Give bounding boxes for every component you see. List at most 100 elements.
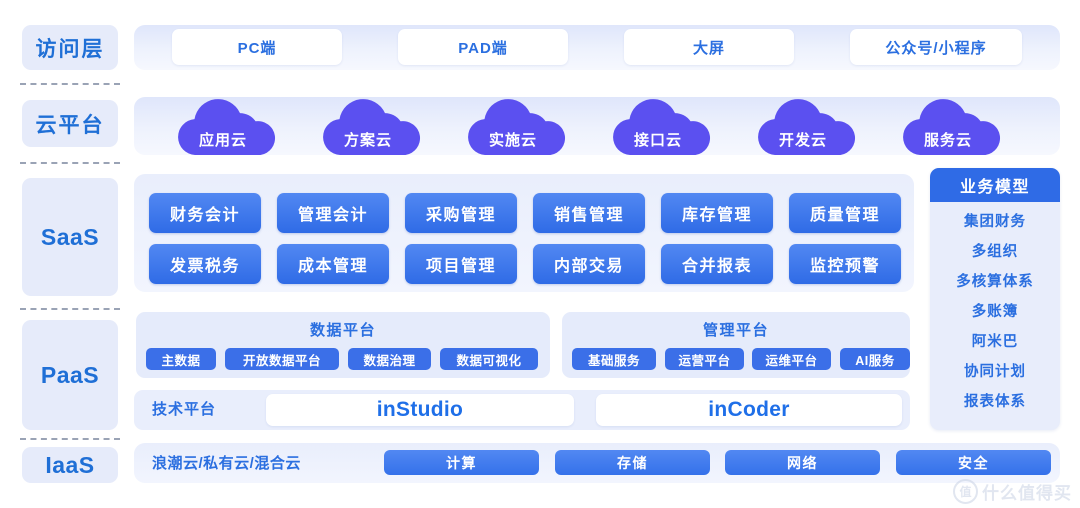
access-item-pad-label: PAD端 xyxy=(458,39,508,57)
data-platform-title-text: 数据平台 xyxy=(309,322,376,339)
saas-module-label: 监控预警 xyxy=(809,258,880,275)
saas-module-label: 内部交易 xyxy=(553,258,624,275)
access-item-pc-label: PC端 xyxy=(237,39,277,57)
access-item-pad[interactable]: PAD端 xyxy=(398,29,568,65)
business-model-item-label: 集团财务 xyxy=(964,214,1026,230)
cloud-shape-icon xyxy=(613,99,711,155)
layer-divider-2 xyxy=(20,162,120,164)
saas-module-management-accounting[interactable]: 管理会计 xyxy=(277,193,389,233)
data-platform-item-label: 主数据 xyxy=(161,353,201,368)
watermark: 值 什么值得买 xyxy=(953,479,1072,504)
iaas-cloud-label: 浪潮云/私有云/混合云 xyxy=(152,452,301,473)
saas-module-label: 库存管理 xyxy=(681,207,752,224)
tech-platform-label-text: 技术平台 xyxy=(152,401,217,418)
layer-divider-4 xyxy=(20,438,120,440)
data-platform-item-label: 开放数据平台 xyxy=(242,353,321,368)
layer-label-paas: PaaS xyxy=(22,320,118,430)
business-model-item-label: 多核算体系 xyxy=(956,274,1034,290)
data-platform-item-visualization[interactable]: 数据可视化 xyxy=(440,348,538,370)
iaas-item-label: 网络 xyxy=(787,454,818,471)
saas-module-financial-accounting[interactable]: 财务会计 xyxy=(149,193,261,233)
business-model-list: 集团财务 多组织 多核算体系 多账簿 阿米巴 协同计划 报表体系 xyxy=(930,202,1060,417)
management-platform-item-basic-service[interactable]: 基础服务 xyxy=(572,348,656,370)
saas-module-consolidated-report[interactable]: 合并报表 xyxy=(661,244,773,284)
iaas-cloud-label-text: 浪潮云/私有云/混合云 xyxy=(152,455,301,472)
saas-module-project[interactable]: 项目管理 xyxy=(405,244,517,284)
layer-label-saas-text: SaaS xyxy=(40,223,100,250)
access-item-wechat[interactable]: 公众号/小程序 xyxy=(850,29,1022,65)
saas-module-label: 管理会计 xyxy=(297,207,368,224)
tech-platform-item-label: inStudio xyxy=(376,398,464,421)
tech-platform-item-instudio[interactable]: inStudio xyxy=(266,394,574,426)
layer-label-iaas-text: IaaS xyxy=(45,451,95,478)
saas-module-label: 发票税务 xyxy=(169,258,240,275)
iaas-item-label: 安全 xyxy=(958,454,989,471)
saas-module-sales[interactable]: 销售管理 xyxy=(533,193,645,233)
management-platform-item-operation[interactable]: 运营平台 xyxy=(665,348,744,370)
cloud-item-service[interactable]: 服务云 xyxy=(890,98,1006,158)
saas-module-label: 合并报表 xyxy=(681,258,752,275)
iaas-item-network[interactable]: 网络 xyxy=(725,450,880,475)
saas-module-label: 采购管理 xyxy=(425,207,496,224)
business-model-item-group-finance[interactable]: 集团财务 xyxy=(930,207,1060,237)
saas-module-label: 质量管理 xyxy=(809,207,880,224)
management-platform-item-label: AI服务 xyxy=(855,353,895,368)
business-model-item-multi-accounting[interactable]: 多核算体系 xyxy=(930,267,1060,297)
management-platform-item-label: 基础服务 xyxy=(587,353,640,368)
access-item-bigscreen[interactable]: 大屏 xyxy=(624,29,794,65)
cloud-item-application[interactable]: 应用云 xyxy=(165,98,281,158)
saas-module-cost[interactable]: 成本管理 xyxy=(277,244,389,284)
saas-module-internal-trade[interactable]: 内部交易 xyxy=(533,244,645,284)
access-item-bigscreen-label: 大屏 xyxy=(692,39,725,57)
data-platform-item-master-data[interactable]: 主数据 xyxy=(146,348,216,370)
business-model-title: 业务模型 xyxy=(930,168,1060,202)
cloud-shape-icon xyxy=(758,99,856,155)
data-platform-item-label: 数据治理 xyxy=(363,353,416,368)
layer-label-access-text: 访问层 xyxy=(35,37,105,61)
business-model-panel: 业务模型 集团财务 多组织 多核算体系 多账簿 阿米巴 协同计划 报表体系 xyxy=(930,168,1060,430)
business-model-title-text: 业务模型 xyxy=(959,179,1030,196)
data-platform-item-label: 数据可视化 xyxy=(456,353,522,368)
management-platform-title: 管理平台 xyxy=(562,319,910,340)
layer-label-cloud-text: 云平台 xyxy=(35,113,105,137)
cloud-item-implementation[interactable]: 实施云 xyxy=(455,98,571,158)
iaas-item-label: 存储 xyxy=(617,454,648,471)
iaas-item-label: 计算 xyxy=(446,454,477,471)
cloud-shape-icon xyxy=(323,99,421,155)
business-model-item-label: 协同计划 xyxy=(964,364,1026,380)
business-model-item-report-system[interactable]: 报表体系 xyxy=(930,387,1060,417)
layer-label-paas-text: PaaS xyxy=(40,361,100,388)
cloud-item-interface[interactable]: 接口云 xyxy=(600,98,716,158)
saas-module-label: 财务会计 xyxy=(169,207,240,224)
access-item-pc[interactable]: PC端 xyxy=(172,29,342,65)
data-platform-item-open-data[interactable]: 开放数据平台 xyxy=(225,348,339,370)
management-platform-item-label: 运维平台 xyxy=(765,353,818,368)
cloud-item-solution[interactable]: 方案云 xyxy=(310,98,426,158)
management-platform-item-ai-service[interactable]: AI服务 xyxy=(840,348,910,370)
management-platform-item-maintenance[interactable]: 运维平台 xyxy=(752,348,831,370)
business-model-item-label: 报表体系 xyxy=(964,394,1026,410)
business-model-item-amoeba[interactable]: 阿米巴 xyxy=(930,327,1060,357)
saas-module-monitoring-alert[interactable]: 监控预警 xyxy=(789,244,901,284)
iaas-item-security[interactable]: 安全 xyxy=(896,450,1051,475)
data-platform-item-governance[interactable]: 数据治理 xyxy=(348,348,431,370)
management-platform-item-label: 运营平台 xyxy=(678,353,731,368)
saas-module-label: 成本管理 xyxy=(297,258,368,275)
iaas-item-compute[interactable]: 计算 xyxy=(384,450,539,475)
business-model-item-multi-ledger[interactable]: 多账簿 xyxy=(930,297,1060,327)
business-model-item-collaborative-plan[interactable]: 协同计划 xyxy=(930,357,1060,387)
layer-divider-1 xyxy=(20,83,120,85)
iaas-item-storage[interactable]: 存储 xyxy=(555,450,710,475)
layer-label-cloud: 云平台 xyxy=(22,100,118,147)
saas-module-quality[interactable]: 质量管理 xyxy=(789,193,901,233)
layer-label-access: 访问层 xyxy=(22,25,118,70)
cloud-item-development[interactable]: 开发云 xyxy=(745,98,861,158)
saas-module-label: 项目管理 xyxy=(425,258,496,275)
saas-module-inventory[interactable]: 库存管理 xyxy=(661,193,773,233)
tech-platform-item-incoder[interactable]: inCoder xyxy=(596,394,902,426)
business-model-item-multi-org[interactable]: 多组织 xyxy=(930,237,1060,267)
saas-module-invoice-tax[interactable]: 发票税务 xyxy=(149,244,261,284)
saas-band xyxy=(134,174,914,292)
saas-module-procurement[interactable]: 采购管理 xyxy=(405,193,517,233)
data-platform-title: 数据平台 xyxy=(136,319,550,340)
